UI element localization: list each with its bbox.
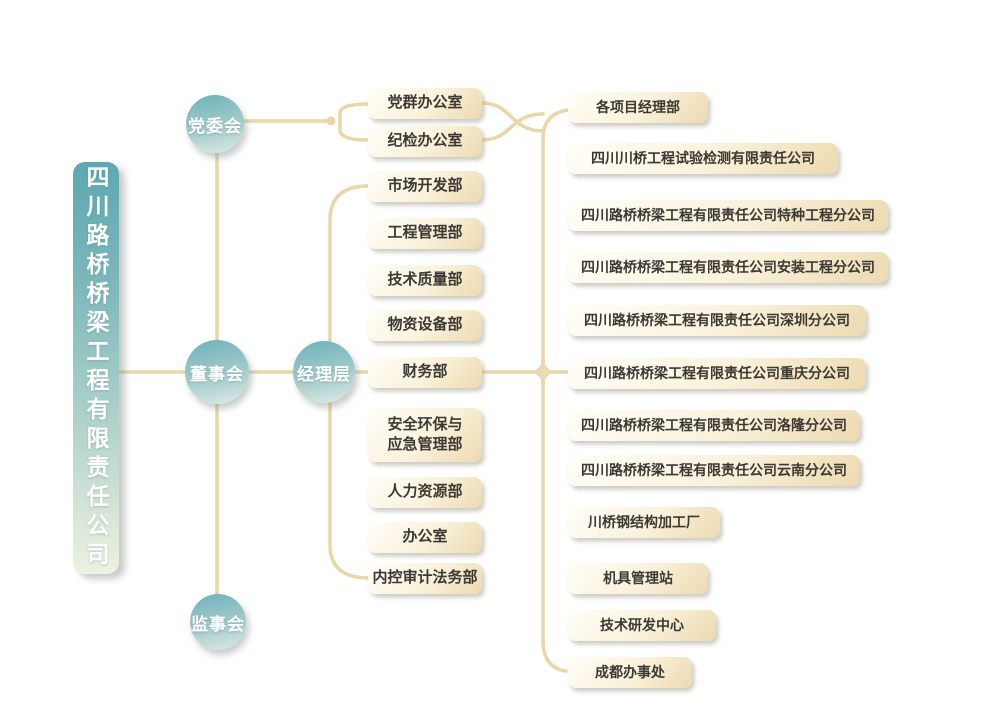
connector-party-bracket — [338, 102, 371, 142]
dept-box-materials-equipment: 物资设备部 — [368, 310, 482, 341]
junction-diamond-icon — [534, 363, 552, 381]
subsidiary-box-special-engineering-branch: 四川路桥桥梁工程有限责任公司特种工程分公司 — [568, 200, 888, 231]
subsidiary-box-steel-structure-plant: 川桥钢结构加工厂 — [568, 507, 720, 538]
node-supervisory-board: 监事会 — [190, 594, 246, 650]
company-name: 四川路桥桥梁工程有限责任公司 — [83, 165, 109, 571]
junction-dot-icon — [326, 116, 336, 126]
dept-box-market-development: 市场开发部 — [368, 171, 482, 202]
connector-subsidiary-trunk — [541, 108, 570, 673]
node-management-layer: 经理层 — [293, 341, 355, 403]
subsidiary-box-project-manager-depts: 各项目经理部 — [568, 92, 708, 123]
subsidiary-box-technology-rd-center: 技术研发中心 — [568, 610, 716, 641]
dept-box-safety-environment-emergency: 安全环保与 应急管理部 — [368, 408, 482, 462]
subsidiary-box-installation-engineering-branch: 四川路桥桥梁工程有限责任公司安装工程分公司 — [568, 252, 888, 283]
connector-scurve-bottom — [480, 112, 545, 142]
dept-box-internal-control-audit-legal: 内控审计法务部 — [368, 563, 482, 594]
dept-box-general-office: 办公室 — [368, 522, 482, 553]
subsidiary-box-chengdu-office: 成都办事处 — [568, 657, 692, 688]
dept-box-engineering-management: 工程管理部 — [368, 218, 482, 249]
subsidiary-box-chongqing-branch: 四川路桥桥梁工程有限责任公司重庆分公司 — [568, 358, 866, 389]
node-party-committee: 党委会 — [186, 95, 244, 153]
dept-box-human-resources: 人力资源部 — [368, 477, 482, 508]
dept-box-discipline-inspection-office: 纪检办公室 — [368, 126, 482, 157]
subsidiary-box-test-inspection-co: 四川川桥工程试验检测有限责任公司 — [568, 143, 838, 174]
dept-box-finance: 财务部 — [368, 357, 482, 388]
node-board-of-directors: 董事会 — [185, 340, 249, 404]
dept-box-party-affairs-office: 党群办公室 — [368, 88, 482, 119]
connector-scurve-top — [480, 101, 545, 133]
subsidiary-box-yunnan-branch: 四川路桥桥梁工程有限责任公司云南分公司 — [568, 455, 860, 486]
dept-box-technical-quality: 技术质量部 — [368, 265, 482, 296]
subsidiary-box-shenzhen-branch: 四川路桥桥梁工程有限责任公司深圳分公司 — [568, 305, 866, 336]
subsidiary-box-machinery-management-station: 机具管理站 — [568, 563, 708, 594]
company-bar: 四川路桥桥梁工程有限责任公司 — [73, 162, 119, 574]
subsidiary-box-luolong-branch: 四川路桥桥梁工程有限责任公司洛隆分公司 — [568, 410, 860, 441]
